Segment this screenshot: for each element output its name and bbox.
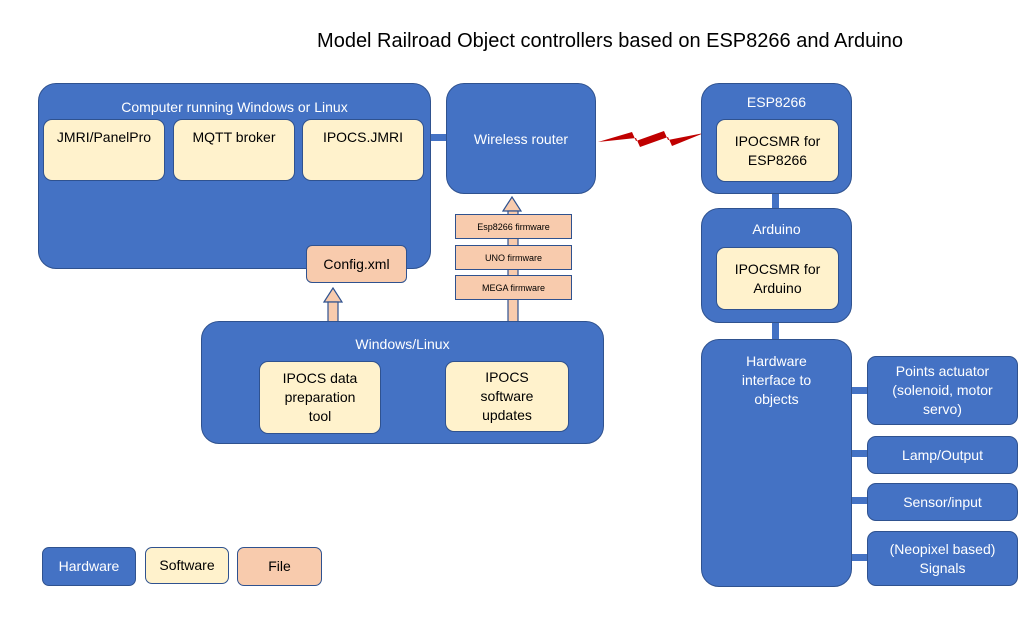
arrow-updates-to-router: [501, 195, 523, 212]
connector-hwif-points: [851, 387, 869, 394]
windows-linux-label: Windows/Linux: [355, 336, 450, 352]
esp8266-firmware-file: Esp8266 firmware: [455, 214, 572, 239]
ipocs-data-preparation-tool-box: IPOCS data preparation tool: [259, 361, 381, 434]
arrow-prep-to-config: [322, 286, 344, 303]
mega-firmware-file: MEGA firmware: [455, 275, 572, 300]
jmri-panelpro-box: JMRI/PanelPro: [43, 119, 165, 181]
uno-firmware-file: UNO firmware: [455, 245, 572, 270]
computer-label: Computer running Windows or Linux: [121, 99, 348, 115]
connector-esp-arduino: [772, 192, 779, 210]
lamp-output-box: Lamp/Output: [867, 436, 1018, 474]
ipocsmr-esp8266-box: IPOCSMR for ESP8266: [716, 119, 839, 182]
connector-hwif-signals: [851, 554, 869, 561]
ipocsmr-arduino-box: IPOCSMR for Arduino: [716, 247, 839, 310]
legend-file: File: [237, 547, 322, 586]
diagram-title: Model Railroad Object controllers based …: [317, 30, 903, 52]
legend-hardware: Hardware: [42, 547, 136, 586]
legend-software: Software: [145, 547, 229, 584]
ipocs-jmri-box: IPOCS.JMRI: [302, 119, 424, 181]
wireless-link-icon: [598, 131, 704, 147]
esp8266-label: ESP8266: [746, 94, 807, 110]
mqtt-broker-box: MQTT broker: [173, 119, 295, 181]
wireless-router-block: Wireless router: [446, 83, 596, 194]
connector-computer-router: [430, 134, 448, 141]
hardware-interface-block: Hardware interface to objects: [701, 339, 852, 587]
ipocs-software-updates-box: IPOCS software updates: [445, 361, 569, 432]
points-actuator-box: Points actuator (solenoid, motor servo): [867, 356, 1018, 425]
connector-hwif-sensor: [851, 497, 869, 504]
connector-hwif-lamp: [851, 450, 869, 457]
connector-arduino-hwif: [772, 322, 779, 340]
neopixel-signals-box: (Neopixel based) Signals: [867, 531, 1018, 586]
sensor-input-box: Sensor/input: [867, 483, 1018, 521]
config-xml-file: Config.xml: [306, 245, 407, 283]
arduino-label: Arduino: [752, 221, 801, 237]
